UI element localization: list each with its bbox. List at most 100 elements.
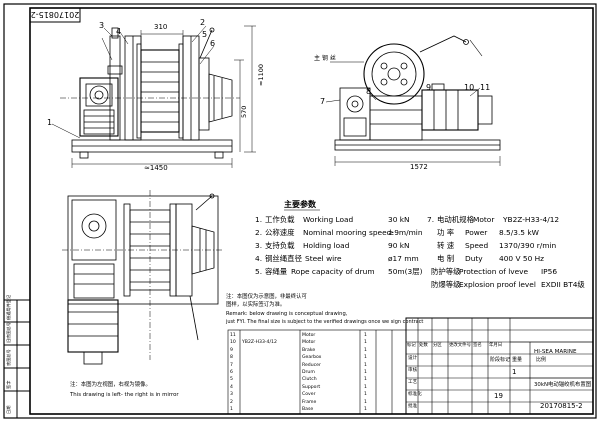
bom-cell-qty: 1 (364, 377, 367, 383)
sheet-count: 19 (494, 392, 503, 400)
dim-drum-width: 310 (154, 23, 168, 31)
spec-no2: 7. (427, 215, 435, 224)
spec-en2: Power (465, 228, 488, 237)
bom-cell-name: Brake (302, 347, 316, 353)
spec-no: 1. (255, 215, 263, 224)
spec-en2: Speed (465, 241, 489, 250)
spec-en2: Protection of lveve (459, 267, 529, 276)
drawing-number-box-top: 20170815-2 (29, 7, 81, 23)
spec-value2: 8.5/3.5 kW (499, 228, 539, 237)
dim-front-height-1: ≈1100 (257, 64, 265, 86)
bom-cell-no: 11 (230, 333, 236, 338)
mirror-note-en: This drawing is left- the right is in mi… (70, 392, 179, 398)
bom-cell-qty: 1 (364, 399, 367, 405)
bom-cell-qty: 1 (364, 407, 367, 412)
title-block-grid (405, 317, 594, 415)
bom-cell-no: 4 (230, 384, 233, 390)
title-block-header-cell: 更改文件号 (449, 343, 471, 348)
balloon-5: 5 (202, 30, 208, 39)
spec-cn: 公称速度 (265, 228, 295, 237)
spec-cn2: 电 制 (437, 254, 455, 263)
spec-value2: EXDII BT4级 (541, 280, 585, 289)
weight-label: 重量 (512, 357, 523, 363)
spec-en2: Motor (473, 215, 495, 224)
stage-label: 阶段标记 (490, 357, 511, 363)
bom-cell-name: Motor (302, 340, 316, 346)
front-view (51, 25, 256, 168)
product-name: 30kN电动锚绞机布置图 (534, 382, 592, 388)
left-binding-strip (4, 299, 30, 418)
bom-cell-qty: 1 (364, 392, 367, 398)
spec-value: ø17 mm (388, 254, 419, 263)
title-block-row-label: 审核 (408, 368, 418, 373)
spec-en: Steel wire (305, 254, 342, 263)
side-view-label-7: 7 (320, 97, 326, 106)
title-block-header-cell: 标记 (407, 343, 416, 348)
dim-front-height-2: 570 (240, 105, 248, 118)
spec-value: ≥9m/min (388, 228, 423, 237)
spec-cn2: 防爆等级 (431, 280, 461, 289)
spec-en2: Duty (465, 254, 483, 263)
bom-table-grid (227, 329, 407, 415)
dim-front-overall-width: ≈1450 (144, 164, 168, 172)
bom-cell-qty: 1 (364, 362, 367, 368)
side-view-label-9: 9 (426, 83, 432, 92)
bom-cell-name: Reducer (302, 362, 321, 368)
spec-value2: 400 V 50 Hz (499, 254, 545, 263)
bom-cell-code: YB2Z-H33-4/12 (242, 340, 277, 346)
spec-cn: 钢丝绳直径 (265, 254, 302, 263)
spec-cn2: 电动机规格 (437, 215, 474, 224)
bom-cell-name: Cover (302, 392, 316, 398)
title-block-header-cell: 处数 (419, 343, 428, 348)
balloon-3: 3 (99, 21, 105, 30)
left-strip-label: 签字 (6, 380, 11, 389)
drawing-number: 20170815-2 (540, 402, 583, 410)
left-strip-label: 旧底图总号 (6, 322, 11, 343)
spec-value: 50m(3层) (388, 267, 423, 276)
spec-no: 2. (255, 228, 263, 237)
bom-cell-name: Frame (302, 399, 317, 405)
spec-value: 90 kN (388, 241, 410, 250)
left-strip-label: 底图总号 (6, 349, 11, 366)
title-block-row-label: 批准 (408, 404, 418, 409)
bom-cell-name: Clutch (302, 377, 317, 383)
side-view-label-8: 8 (366, 87, 372, 96)
spec-no: 5. (255, 267, 263, 276)
spec-value2: IP56 (541, 267, 558, 276)
balloon-2: 2 (200, 18, 206, 27)
spec-title: 主要参数 (284, 200, 316, 209)
spec-en2: Explosion proof level (459, 280, 536, 289)
side-view-label-11: 11 (480, 83, 491, 92)
spec-cn: 工作负载 (265, 215, 295, 224)
bom-cell-no: 7 (230, 362, 233, 368)
bom-cell-no: 9 (230, 347, 233, 353)
title-block-header-cell: 分区 (433, 343, 442, 348)
balloon-6: 6 (210, 39, 216, 48)
dim-side-overall-width: 1572 (410, 163, 428, 171)
bom-cell-no: 8 (230, 355, 233, 361)
bom-cell-name: Drum (302, 370, 315, 375)
company-name: HI-SEA MARINE (534, 349, 577, 355)
spec-cn2: 转 速 (437, 241, 455, 250)
spec-no: 4. (255, 254, 263, 263)
spec-en: Rope capacity of drum (291, 267, 375, 276)
bom-cell-qty: 1 (364, 333, 367, 338)
spec-cn: 容绳量 (265, 267, 288, 276)
bom-cell-no: 5 (230, 377, 233, 383)
bom-cell-qty: 1 (364, 384, 367, 390)
spec-en: Working Load (303, 215, 354, 224)
title-block-header-cell: 签名 (473, 343, 482, 348)
balloon-1: 1 (47, 118, 53, 127)
note-line-2: 图样，以实际签订为准。 (226, 302, 286, 308)
left-strip-label: 借通用件登记 (6, 294, 11, 320)
title-block-header-cell: 年月日 (489, 343, 503, 348)
title-block-row-label: 工艺 (408, 380, 418, 385)
spec-value: 30 kN (388, 215, 410, 224)
title-block-row-label: 设计 (408, 356, 418, 361)
side-view-cable-label: 主 钢 丝 (314, 55, 336, 62)
bom-cell-qty: 1 (364, 340, 367, 346)
note-line-1: 注：本图仅为示意图，非最终认可 (226, 294, 307, 300)
title-block-row-label: 标准化 (408, 392, 422, 397)
plan-view (62, 190, 222, 365)
